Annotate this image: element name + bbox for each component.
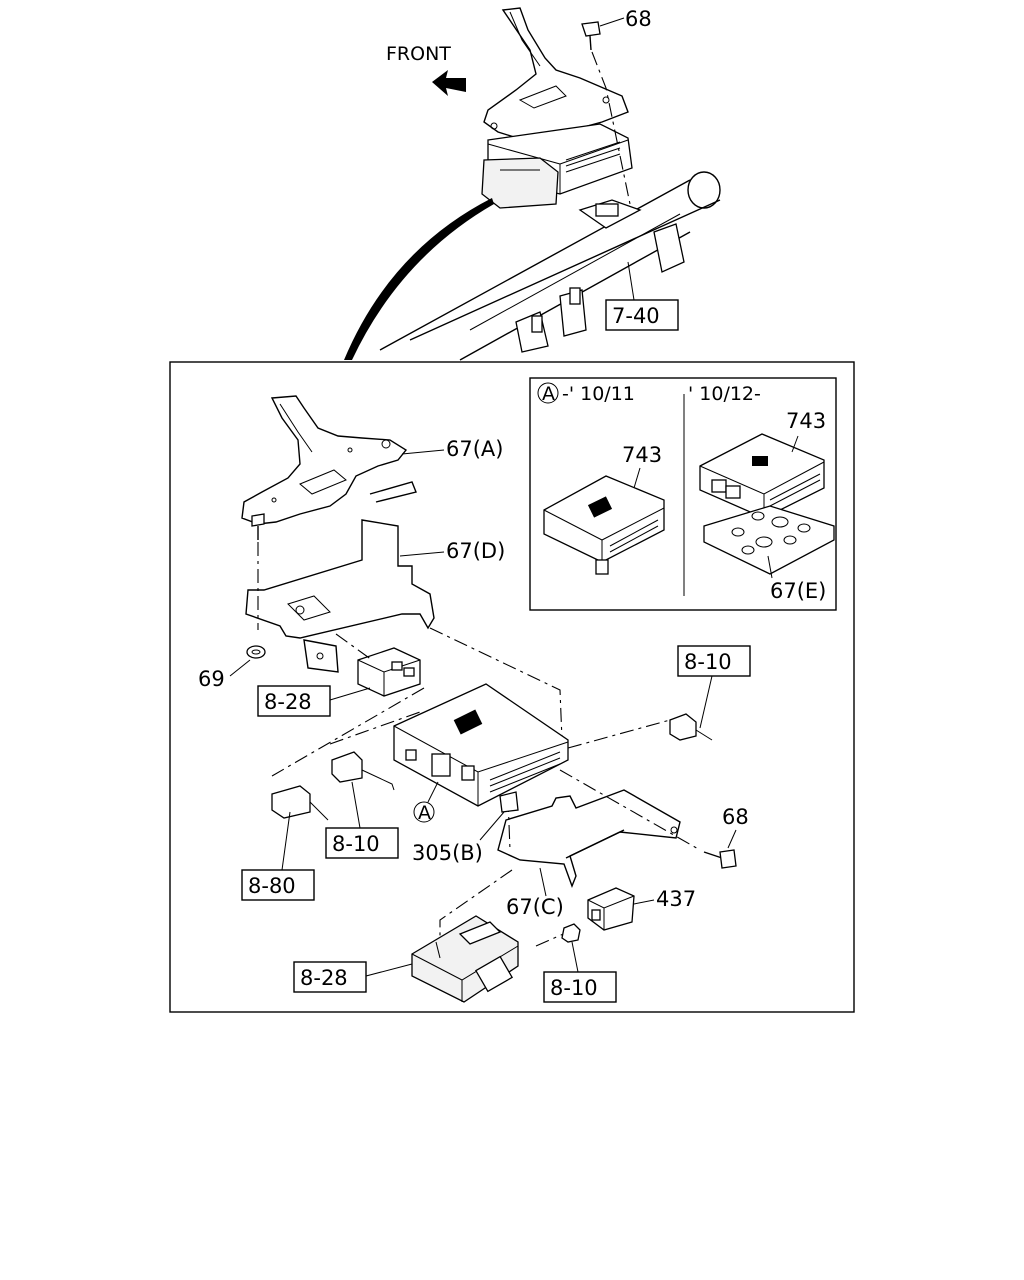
part-label-437: 437	[656, 887, 696, 911]
ref-box-8-10-right: 8-10	[677, 645, 751, 729]
ref-box-8-28-lower: 8-28	[293, 961, 413, 993]
connector-8-80	[271, 785, 329, 821]
bracket-67e	[703, 505, 835, 575]
part-label-69: 69	[198, 667, 225, 691]
marker-a-main: A	[418, 802, 431, 824]
connector-8-10-lower	[561, 923, 581, 943]
ecu-unit-early	[543, 475, 665, 575]
part-label-743-left: 743	[622, 443, 662, 467]
part-label-68-lower: 68	[722, 805, 749, 829]
inset-marker: A	[542, 383, 555, 405]
bracket-67c	[497, 789, 681, 888]
ref-8-10-mid: 8-10	[332, 832, 380, 856]
connector-8-28-upper	[357, 647, 421, 697]
vehicle-mount-overview: 68	[379, 7, 721, 361]
ref-box-8-28-upper: 8-28	[257, 685, 371, 717]
ref-box-8-10-mid: 8-10	[325, 781, 399, 859]
ecu-unit-late	[699, 433, 825, 519]
detail-frame	[169, 361, 855, 1013]
circle-a-icon: A	[537, 382, 559, 405]
bolt-icon	[703, 849, 737, 869]
ref-box-7-40: 7-40	[605, 261, 679, 331]
ref-7-40: 7-40	[612, 304, 660, 328]
part-label-743-right: 743	[786, 409, 826, 433]
inset-variants: A -' 10/11 ' 10/12- 743 743	[529, 377, 837, 611]
part-label-305b: 305(B)	[412, 841, 483, 865]
detail-pointer-arrow	[344, 198, 494, 360]
connector-8-10-right	[669, 713, 713, 741]
nut-icon	[499, 791, 519, 813]
ecu-main	[393, 683, 569, 807]
front-indicator: FRONT	[386, 43, 466, 96]
relay-437	[587, 887, 635, 931]
part-label-67c: 67(C)	[506, 895, 564, 919]
ref-box-8-80: 8-80	[241, 811, 315, 901]
bracket-67a	[241, 395, 417, 525]
inset-right-range: ' 10/12-	[688, 383, 761, 405]
ref-8-80: 8-80	[248, 874, 296, 898]
part-label-67a: 67(A)	[446, 437, 503, 461]
bracket-67d	[245, 519, 435, 673]
module-8-28-lower	[411, 915, 519, 1003]
screw-icon	[251, 513, 265, 540]
bolt-icon	[581, 21, 601, 51]
ref-8-10-right: 8-10	[684, 650, 732, 674]
part-label-68-top: 68	[625, 7, 652, 31]
ref-8-28-lower: 8-28	[300, 966, 348, 990]
ref-8-28-upper: 8-28	[264, 690, 312, 714]
circle-a-icon: A	[413, 781, 439, 824]
ref-box-8-10-lower: 8-10	[543, 941, 617, 1003]
nut-icon	[246, 645, 266, 659]
connector-8-10-mid	[331, 751, 395, 791]
part-label-67e: 67(E)	[770, 579, 826, 603]
inset-left-range: -' 10/11	[562, 383, 635, 405]
ref-8-10-lower: 8-10	[550, 976, 598, 1000]
front-label: FRONT	[386, 43, 451, 65]
part-label-67d: 67(D)	[446, 539, 505, 563]
arrow-left-icon	[432, 70, 466, 96]
